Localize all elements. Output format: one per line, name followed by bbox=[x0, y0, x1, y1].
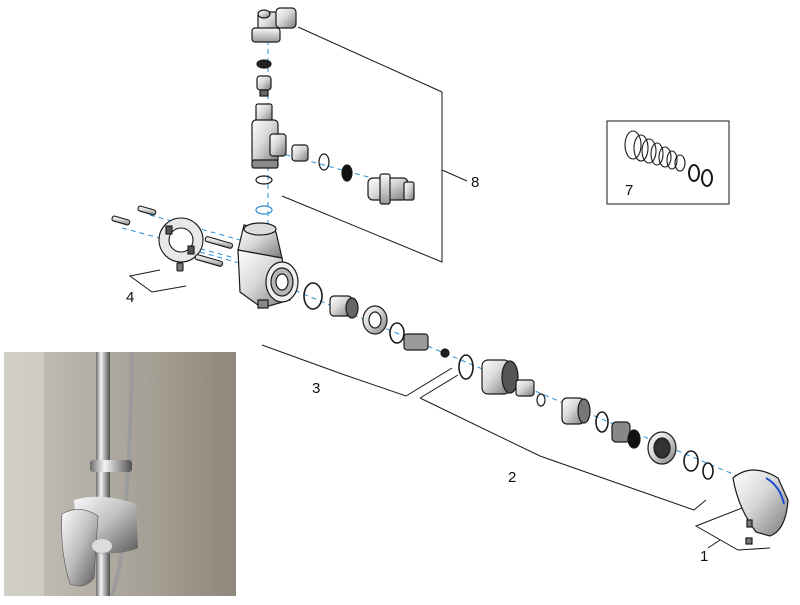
main-valve-body bbox=[237, 222, 299, 309]
callout-4-number: 4 bbox=[126, 289, 134, 306]
callout-8-number: 8 bbox=[471, 174, 479, 191]
callout-8-leader bbox=[281, 26, 468, 263]
callout-7-number: 7 bbox=[625, 182, 633, 199]
callout-3-number: 3 bbox=[312, 380, 320, 397]
part-group-3-cartridge bbox=[303, 282, 450, 358]
callout-3-leader bbox=[261, 344, 453, 397]
part-group-7-spring-kit bbox=[606, 120, 730, 205]
part-group-2-thermostatic-assembly bbox=[458, 354, 714, 480]
part-group-8-check-valve-assembly bbox=[251, 7, 415, 215]
part-group-4-mounting-bracket bbox=[111, 205, 234, 272]
callout-2-number: 2 bbox=[508, 469, 516, 486]
callout-1-leader bbox=[694, 507, 771, 551]
callout-2-leader bbox=[419, 374, 707, 511]
part-group-1-lever-handle bbox=[732, 469, 789, 545]
installed-shower-valve-photo bbox=[4, 352, 236, 596]
callout-1-number: 1 bbox=[700, 548, 708, 565]
callout-4-leader bbox=[128, 269, 187, 293]
